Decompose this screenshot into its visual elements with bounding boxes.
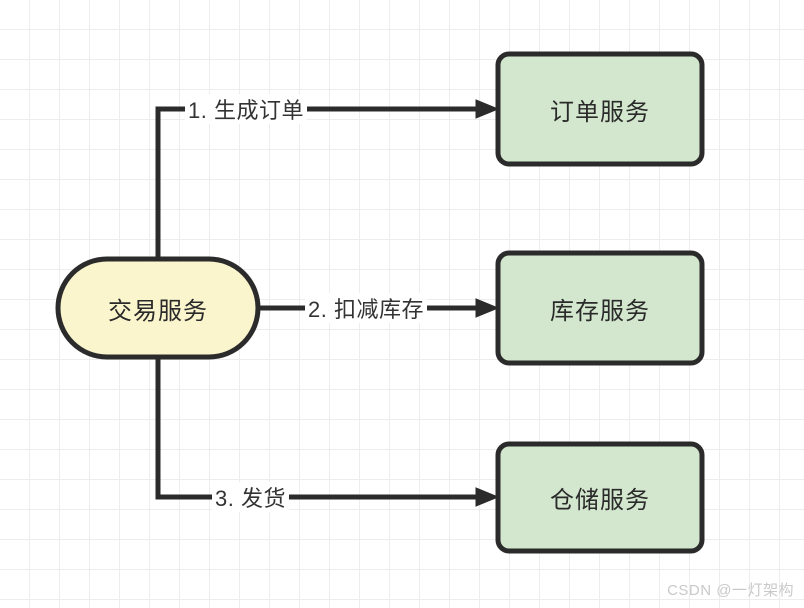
edge-generate-order-label: 1. 生成订单 [185, 94, 307, 124]
edge-generate-order-arrowhead [475, 99, 500, 119]
edge-ship-arrowhead [475, 487, 500, 507]
edge-deduct-inventory-arrowhead [475, 298, 500, 318]
node-warehouse-service-shape[interactable] [495, 441, 705, 554]
node-inventory-service-shape[interactable] [495, 250, 705, 366]
edge-layer [155, 99, 500, 507]
node-order-service-shape[interactable] [495, 51, 705, 167]
edge-deduct-inventory-label: 2. 扣减库存 [305, 293, 427, 323]
edge-ship-line [155, 357, 476, 500]
node-layer [55, 51, 705, 554]
node-trade-service-shape[interactable] [55, 256, 261, 360]
edge-generate-order-line [155, 106, 476, 259]
edge-ship-label: 3. 发货 [212, 482, 289, 512]
csdn-watermark: CSDN @一灯架构 [667, 582, 794, 599]
